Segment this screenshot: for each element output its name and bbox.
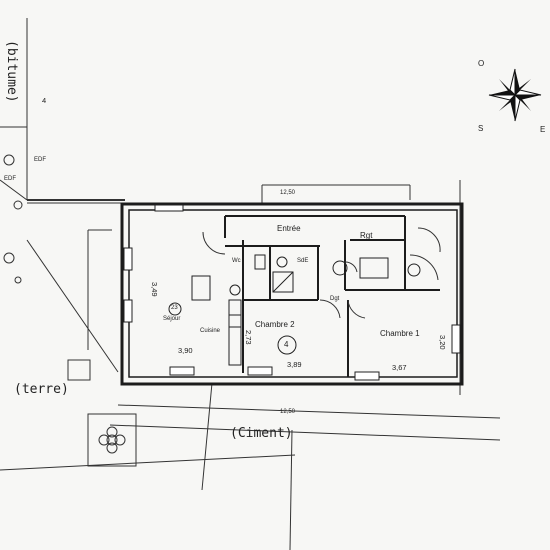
house-outer-wall (120, 202, 464, 386)
walkway-line-1 (117, 404, 501, 419)
meter-circle-2 (14, 276, 22, 284)
dim-sejour-width: 3,90 (178, 346, 193, 355)
water-heater (359, 257, 389, 279)
room-label-wc: Wc (232, 258, 241, 264)
window-sejour-left-1 (123, 247, 133, 271)
dim-chambre1-width: 3,67 (392, 363, 407, 372)
edf-label-2: EDF (4, 176, 16, 182)
dim-top-wall: 12,50 (280, 190, 296, 196)
flower-petal-3 (106, 442, 118, 454)
door-swing-dgt (319, 299, 341, 319)
window-chambre1-bottom (354, 371, 380, 381)
surface-label-terre: (terre) (14, 382, 69, 397)
edf-label: EDF (34, 157, 46, 163)
stove-island (191, 275, 211, 301)
room-label-cuisine: Cuisine (200, 328, 221, 334)
kitchen-counter (228, 299, 242, 366)
compass-s: S (478, 124, 484, 133)
door-swing-ch1 (347, 299, 366, 319)
sink-basin (229, 284, 241, 296)
window-sejour-left-2 (123, 299, 133, 323)
dim-sejour-depth: 3,49 (150, 282, 159, 297)
lot-number: 4 (42, 96, 47, 105)
window-chambre1-right (451, 324, 461, 354)
edf-box-circle (3, 154, 15, 166)
planter-box (87, 413, 137, 467)
heater-circle (332, 260, 348, 276)
stove (228, 314, 242, 328)
room-label-rgt: Rgt (360, 231, 373, 240)
compass-o: O (478, 59, 485, 68)
sejour-area: 23 (171, 305, 178, 311)
surface-label-bitume: (bitume) (4, 40, 19, 103)
wc-toilet (254, 254, 266, 270)
room-label-chambre1: Chambre 1 (380, 329, 420, 338)
door-swing-entry (202, 231, 226, 255)
shower-diag (272, 271, 294, 293)
dim-cuisine-depth: 2,73 (244, 330, 253, 345)
flower-center (106, 434, 118, 446)
dim-chambre1-depth: 3,20 (438, 335, 447, 350)
walkway-line-3 (201, 382, 213, 491)
stair-curve (417, 227, 441, 253)
walkway-line-2 (109, 424, 501, 441)
room-label-sejour: Séjour (163, 316, 181, 322)
stair-curve-2 (409, 254, 439, 281)
flower-petal-2 (114, 434, 126, 446)
dim-bottom-wall: 12,50 (280, 409, 296, 415)
plan-number-circle (277, 335, 297, 355)
surface-label-ciment: (Ciment) (230, 426, 293, 441)
meter-circle (3, 252, 15, 264)
walkway-line-4 (289, 429, 293, 550)
street-edge (0, 454, 296, 471)
door-swing-rgt (344, 261, 358, 273)
shower (272, 271, 294, 293)
window-top (154, 204, 184, 212)
property-line-diagonal-2 (0, 179, 28, 201)
flower-petal-4 (98, 434, 110, 446)
plan-number: 4 (284, 340, 289, 349)
stair-circle (407, 263, 421, 277)
room-label-dgt: Dgt (330, 296, 340, 302)
window-chambre2-bottom (247, 366, 273, 376)
window-sejour-bottom (169, 366, 195, 376)
house-inner-wall (128, 209, 458, 378)
sejour-table (168, 302, 182, 316)
flower-petal-1 (106, 426, 118, 438)
edf-box-circle-2 (13, 200, 23, 210)
room-label-entree: Entrée (277, 224, 301, 233)
room-label-sde: SdE (297, 258, 309, 264)
garden-box (67, 359, 91, 381)
dim-chambre2-width: 3,89 (287, 360, 302, 369)
room-label-chambre2: Chambre 2 (255, 320, 295, 329)
compass-rose (488, 68, 542, 122)
sde-basin (276, 256, 288, 268)
property-line-diagonal (26, 239, 119, 373)
compass-e: E (540, 125, 546, 134)
